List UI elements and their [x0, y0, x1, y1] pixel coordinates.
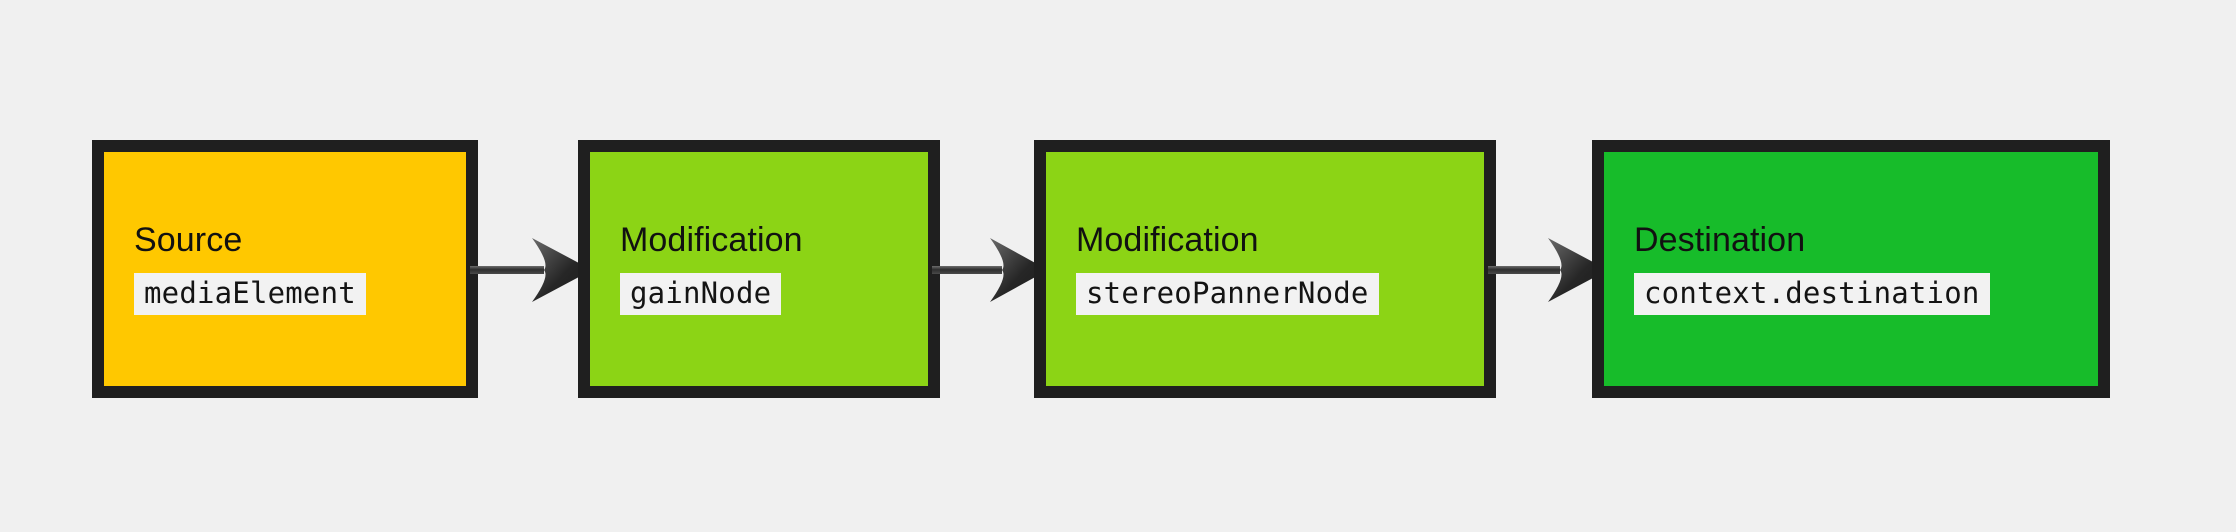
node-source[interactable]: Source mediaElement	[92, 140, 478, 398]
arrow-gain-to-panner	[932, 233, 1048, 307]
node-modification-panner-code-chip: stereoPannerNode	[1076, 272, 1379, 315]
node-source-code-chip: mediaElement	[134, 272, 366, 315]
node-modification-panner-title: Modification	[1076, 221, 1259, 260]
node-modification-gain-title: Modification	[620, 221, 803, 260]
arrow-panner-to-destination	[1488, 233, 1608, 307]
node-source-title: Source	[134, 221, 243, 260]
node-modification-gain[interactable]: Modification gainNode	[578, 140, 940, 398]
node-destination-code-chip: context.destination	[1634, 272, 1990, 315]
node-modification-gain-code-chip: gainNode	[620, 272, 782, 315]
node-destination[interactable]: Destination context.destination	[1592, 140, 2110, 398]
node-destination-title: Destination	[1634, 221, 1806, 260]
node-modification-panner[interactable]: Modification stereoPannerNode	[1034, 140, 1496, 398]
arrow-source-to-gain	[470, 233, 592, 307]
